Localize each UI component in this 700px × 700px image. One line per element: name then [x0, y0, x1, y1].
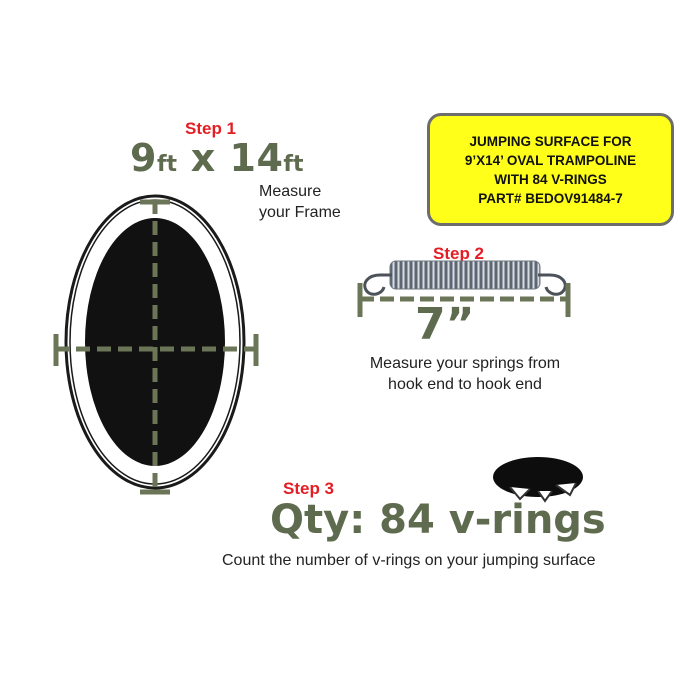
step1-label: Step 1: [185, 119, 237, 138]
frame-dimensions: 9ft x 14ft: [130, 136, 304, 180]
info-box-line4: PART# BEDOV91484-7: [478, 190, 623, 206]
v-ring-diagram: [493, 457, 583, 503]
v-ring-left: [509, 486, 531, 501]
frame-length-value: 14: [229, 136, 284, 180]
step3-label: Step 3: [283, 479, 335, 498]
measure-springs-note-line1: Measure your springs from: [369, 355, 561, 372]
info-box-line2: 9’X14’ OVAL TRAMPOLINE: [464, 152, 637, 168]
frame-length-unit: ft: [283, 152, 304, 177]
spring-diagram: [357, 260, 571, 317]
spring-right-hook: [538, 273, 567, 296]
spring-coil-body: [389, 260, 541, 290]
count-v-rings-note: Count the number of v-rings on your jump…: [222, 552, 596, 569]
product-info-box: JUMPING SURFACE FOR 9’X14’ OVAL TRAMPOLI…: [427, 113, 674, 226]
frame-width-value: 9: [130, 136, 157, 180]
frame-width-unit: ft: [156, 152, 178, 177]
v-ring-right: [555, 482, 577, 497]
v-ring-quantity: Qty: 84 v-rings: [270, 497, 606, 543]
dimension-separator: x: [177, 136, 230, 180]
info-box-line1: JUMPING SURFACE FOR: [469, 133, 632, 149]
measure-springs-note: Measure your springs from hook end to ho…: [350, 353, 580, 395]
oval-trampoline-diagram: [53, 194, 259, 495]
measure-frame-note-line1: Measure: [259, 183, 322, 200]
spring-left-hook: [363, 273, 392, 296]
info-box-line3: WITH 84 V-RINGS: [494, 171, 607, 187]
measure-frame-note-line2: your Frame: [259, 204, 341, 221]
measure-frame-note: Measure your Frame: [259, 181, 341, 223]
step2-label: Step 2: [433, 244, 485, 263]
spring-length: 7”: [415, 299, 475, 350]
measure-springs-note-line2: hook end to hook end: [388, 376, 542, 393]
v-ring-center: [537, 490, 553, 503]
jumping-mat: [85, 218, 225, 466]
